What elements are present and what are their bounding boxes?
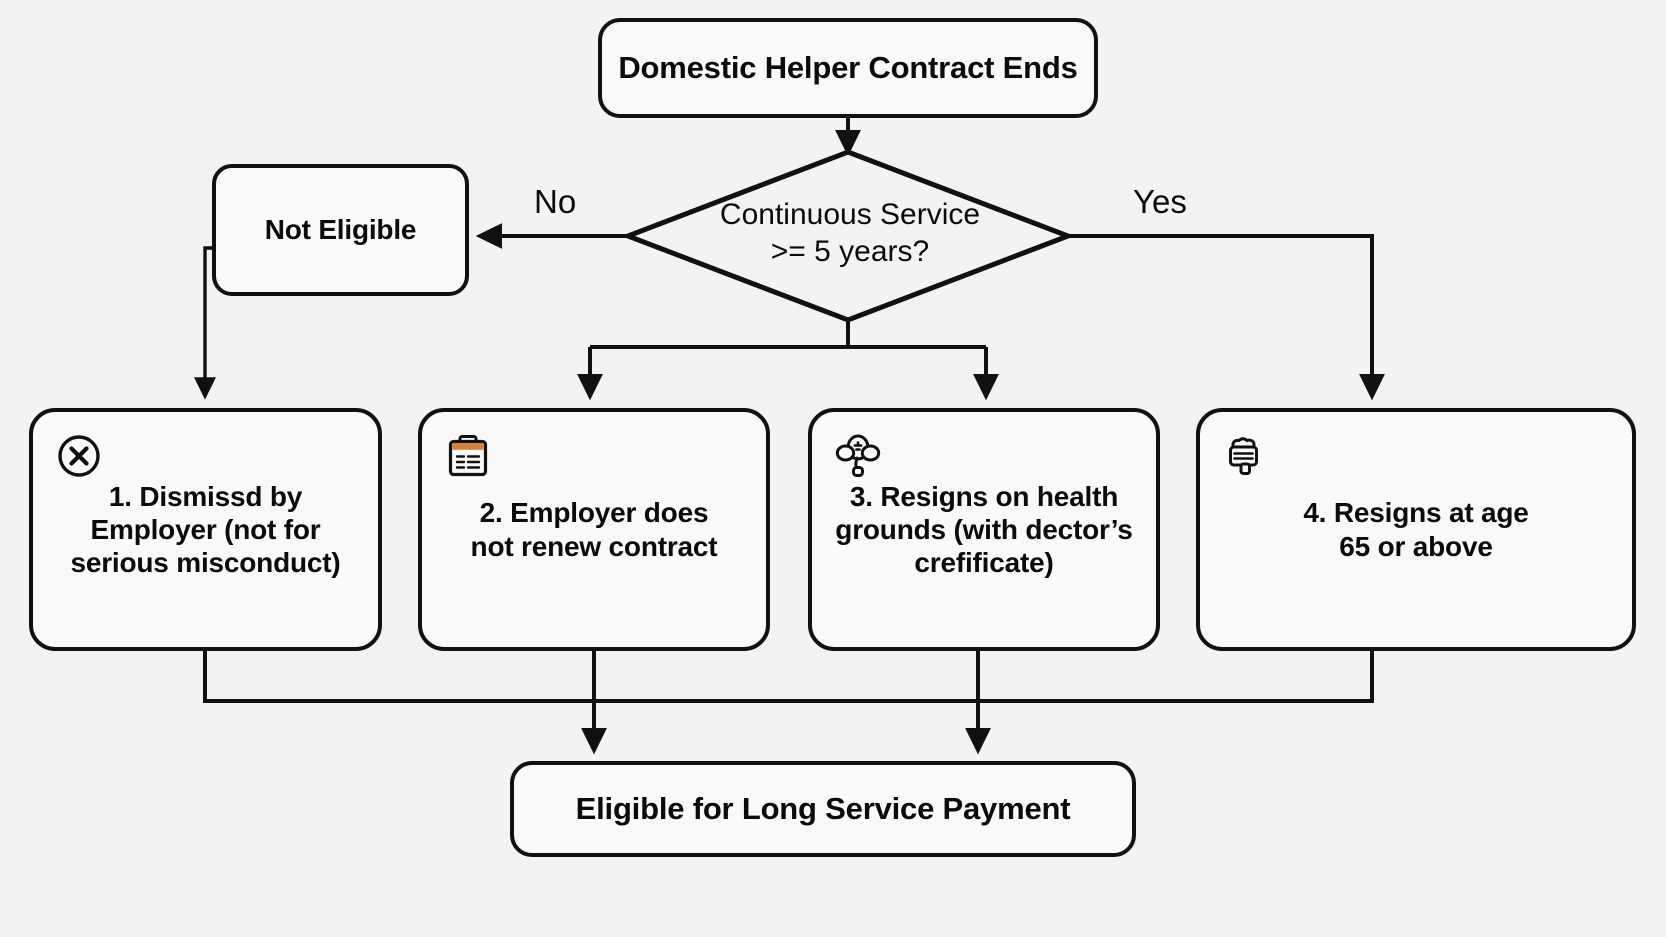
node-not-eligible[interactable]: Not Eligible	[212, 164, 469, 296]
node-contract-ends[interactable]: Domestic Helper Contract Ends	[598, 18, 1098, 118]
node-contract-ends-label: Domestic Helper Contract Ends	[618, 49, 1078, 85]
node-eligible-payment[interactable]: Eligible for Long Service Payment	[510, 761, 1136, 857]
edge-label-yes: Yes	[1133, 183, 1187, 220]
edge-not-eligible-to-reason1	[193, 246, 217, 400]
node-reason-dismissed[interactable]: 1. Dismissd by Employer (not for serious…	[29, 408, 382, 651]
circle-x-icon	[55, 432, 103, 480]
stamp-icon	[1222, 432, 1270, 480]
node-not-eligible-label: Not Eligible	[264, 214, 417, 246]
edge-decision-bus	[590, 300, 986, 349]
node-eligible-payment-label: Eligible for Long Service Payment	[575, 790, 1071, 826]
node-reason-retirement[interactable]: 4. Resigns at age 65 or above	[1196, 408, 1636, 651]
node-decision-label: Continuous Service >= 5 years?	[719, 198, 981, 269]
edge-label-no: No	[534, 183, 577, 220]
edge-decision-to-reason4	[1068, 234, 1385, 401]
node-reason-no-renewal[interactable]: 2. Employer does not renew contract	[418, 408, 770, 651]
edge-reason4-to-bus	[840, 651, 1374, 703]
stethoscope-icon	[834, 432, 882, 480]
node-reason-dismissed-label: 1. Dismissd by Employer (not for serious…	[70, 480, 341, 579]
clipboard-icon	[444, 432, 492, 480]
node-reason-retirement-label: 4. Resigns at age 65 or above	[1303, 497, 1529, 562]
node-reason-health-label: 3. Resigns on health grounds (with decto…	[835, 480, 1133, 579]
node-reason-health[interactable]: 3. Resigns on health grounds (with decto…	[808, 408, 1160, 651]
edge-reason1-to-bus	[203, 651, 840, 703]
node-reason-no-renewal-label: 2. Employer does not renew contract	[470, 497, 718, 562]
